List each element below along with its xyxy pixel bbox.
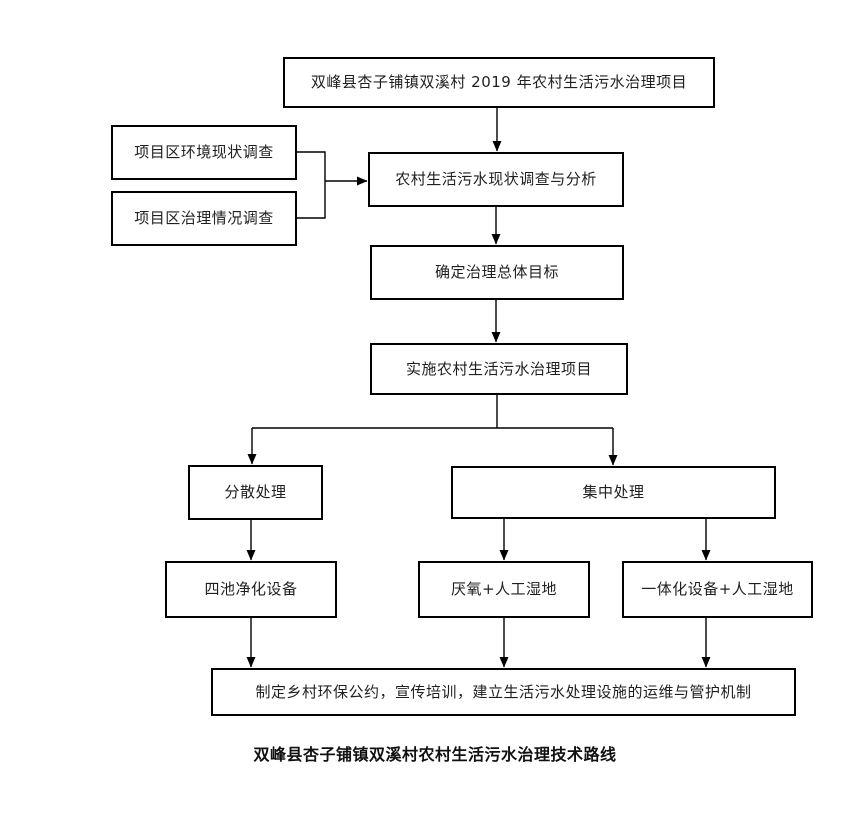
- node-maintenance-mechanism: 制定乡村环保公约，宣传培训，建立生活污水处理设施的运维与管护机制: [211, 668, 796, 716]
- branch-implement: [252, 395, 613, 429]
- node-centralized-treatment: 集中处理: [451, 466, 776, 519]
- node-four-pond-equipment: 四池净化设备: [165, 561, 337, 618]
- node-implement-project: 实施农村生活污水治理项目: [370, 343, 628, 395]
- node-project-title: 双峰县杏子铺镇双溪村 2019 年农村生活污水治理项目: [283, 57, 715, 108]
- node-status-analysis: 农村生活污水现状调查与分析: [368, 152, 624, 207]
- node-environment-survey: 项目区环境现状调查: [111, 125, 297, 180]
- node-dispersed-treatment: 分散处理: [188, 465, 323, 520]
- node-anaerobic-wetland: 厌氧+人工湿地: [418, 561, 590, 618]
- diagram-caption: 双峰县杏子铺镇双溪村农村生活污水治理技术路线: [253, 745, 617, 764]
- node-integrated-wetland: 一体化设备+人工湿地: [622, 561, 813, 618]
- bracket-surveys: [297, 151, 326, 219]
- node-overall-goal: 确定治理总体目标: [370, 245, 624, 300]
- node-treatment-survey: 项目区治理情况调查: [111, 191, 297, 246]
